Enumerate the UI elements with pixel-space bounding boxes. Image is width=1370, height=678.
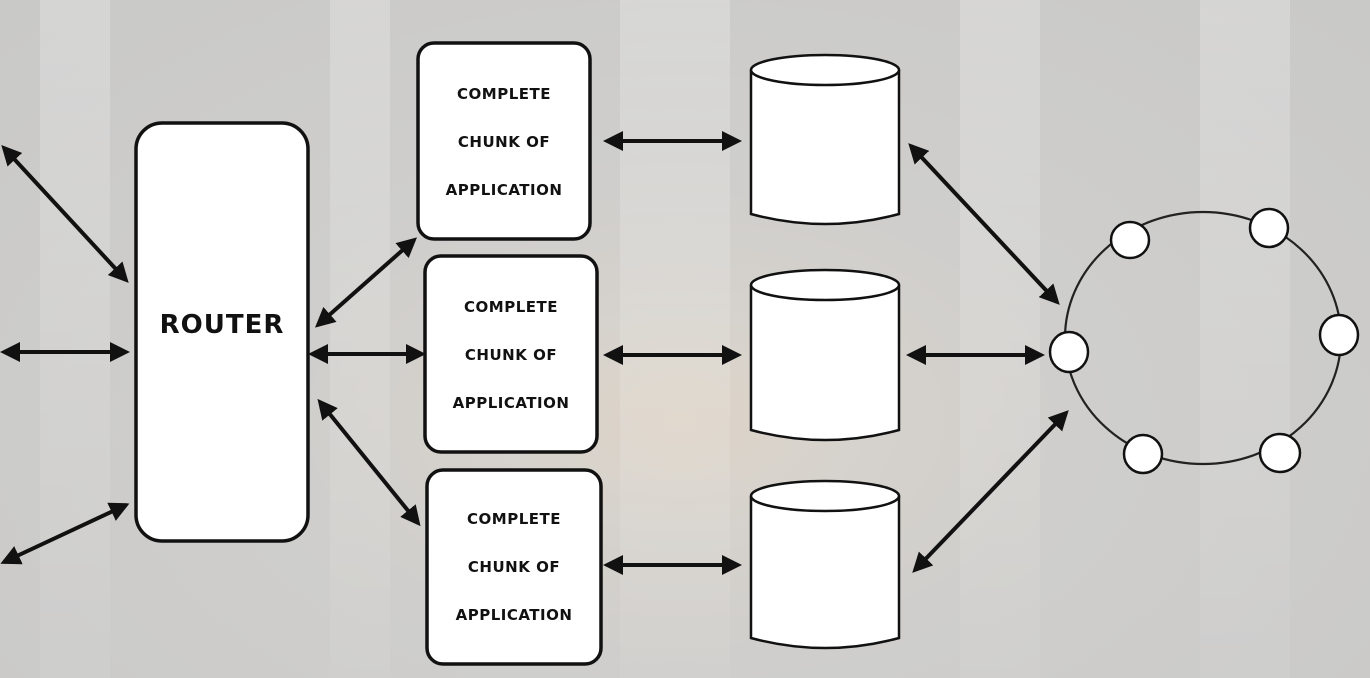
cluster-node: [1318, 313, 1360, 357]
chunk-1-line-2: CHUNK OF: [457, 133, 551, 151]
cluster-ring: [1048, 207, 1360, 475]
arrow-db-cluster-1: [908, 143, 1060, 305]
chunk-3-line-1: COMPLETE: [467, 510, 561, 528]
arrow-db-cluster-3: [912, 410, 1069, 573]
chunk-2-line-2: CHUNK OF: [464, 346, 558, 364]
database-cylinder-1: [749, 53, 901, 226]
cluster-node: [1109, 220, 1151, 260]
cluster-node: [1122, 433, 1164, 475]
chunk-1-label: COMPLETE CHUNK OF APPLICATION: [418, 70, 590, 214]
chunk-1-line-3: APPLICATION: [445, 181, 563, 199]
chunk-box-3: [425, 468, 603, 666]
router-box: [134, 121, 310, 543]
cluster-node: [1048, 330, 1090, 374]
chunk-1-line-1: COMPLETE: [457, 85, 551, 103]
chunk-3-label: COMPLETE CHUNK OF APPLICATION: [427, 495, 601, 639]
arrow-router-chunk-3: [317, 398, 421, 527]
chunk-2-label: COMPLETE CHUNK OF APPLICATION: [425, 283, 597, 427]
router-label: ROUTER: [159, 310, 285, 340]
cluster-node: [1258, 432, 1302, 474]
chunk-box-1: [416, 41, 592, 241]
arrow-router-chunk-1: [315, 237, 417, 328]
chunk-3-line-2: CHUNK OF: [467, 558, 561, 576]
arrow-client-router-top: [1, 145, 129, 283]
chunk-3-line-3: APPLICATION: [455, 606, 573, 624]
chunk-2-line-1: COMPLETE: [464, 298, 558, 316]
database-cylinder-3: [749, 479, 901, 650]
arrow-client-router-bottom: [0, 502, 130, 565]
database-cylinder-2: [749, 268, 901, 442]
chunk-2-line-3: APPLICATION: [452, 394, 570, 412]
cluster-node: [1248, 207, 1290, 249]
